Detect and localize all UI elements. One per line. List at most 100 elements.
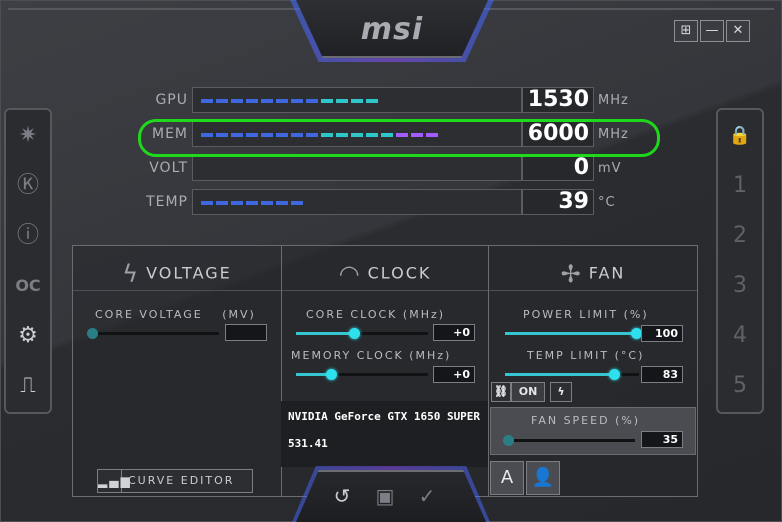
memory-clock-label: MEMORY CLOCK (MHz) <box>291 349 452 362</box>
profile-rail: 🔒 1 2 3 4 5 <box>716 108 764 414</box>
k-icon[interactable]: Ⓚ <box>16 173 39 198</box>
link-toggle-on[interactable]: ON <box>511 382 545 402</box>
meter-segment <box>246 201 258 205</box>
profile-4-button[interactable]: 4 <box>733 323 747 348</box>
meter-segment <box>321 133 333 137</box>
lock-icon[interactable]: 🔒 <box>728 125 752 146</box>
bottom-action-plate <box>296 470 486 522</box>
gear-icon[interactable]: ⚙ <box>18 323 38 348</box>
meter-segment <box>276 99 288 103</box>
fan-speed-input[interactable]: 35 <box>641 431 683 448</box>
temp-label: TEMP <box>146 194 188 210</box>
temp-unit: °C <box>598 195 616 210</box>
link-icon[interactable]: ⛓ <box>491 382 511 402</box>
meter-segment <box>366 99 378 103</box>
divider <box>489 290 697 291</box>
meter-segment <box>336 99 348 103</box>
fan-header: ✢FAN <box>489 254 697 292</box>
meter-segment <box>426 133 438 137</box>
meter-segment <box>261 99 273 103</box>
meter-segment <box>216 99 228 103</box>
volt-unit: mV <box>598 161 622 176</box>
meter-segment <box>381 133 393 137</box>
meter-segment <box>231 99 243 103</box>
meter-segment <box>291 133 303 137</box>
curve-editor-button[interactable]: ▂▄▆CURVE EDITOR <box>97 469 253 493</box>
meter-segment <box>261 133 273 137</box>
core-voltage-label: CORE VOLTAGE (MV) <box>95 308 256 321</box>
meter-segment <box>411 133 423 137</box>
core-clock-knob[interactable] <box>349 328 360 339</box>
meter-segment <box>321 99 333 103</box>
profile-3-button[interactable]: 3 <box>733 273 747 298</box>
temp-limit-input[interactable]: 83 <box>641 366 683 383</box>
meter-segment <box>396 133 408 137</box>
reset-icon[interactable]: ↺ <box>333 484 351 508</box>
left-toolbar: ✷ Ⓚ ⓘ OC ⚙ ⎍ <box>4 108 52 414</box>
core-clock-slider[interactable] <box>296 328 428 339</box>
memory-clock-fill <box>296 373 332 376</box>
memory-clock-input[interactable]: +0 <box>433 366 475 383</box>
memory-clock-slider[interactable] <box>296 369 428 380</box>
temp-limit-knob[interactable] <box>609 369 620 380</box>
profile-5-button[interactable]: 5 <box>733 373 747 398</box>
meter-segment <box>216 201 228 205</box>
meter-segment <box>306 133 318 137</box>
gpu-unit: MHz <box>598 93 629 108</box>
power-limit-fill <box>505 332 639 335</box>
core-voltage-input[interactable] <box>225 324 267 341</box>
temp-limit-label: TEMP LIMIT (°C) <box>527 349 645 362</box>
fan-speed-knob[interactable] <box>503 435 514 446</box>
voltage-title: VOLTAGE <box>146 263 232 283</box>
power-limit-knob[interactable] <box>631 328 642 339</box>
meter-segment <box>216 133 228 137</box>
clock-section: ◠CLOCK CORE CLOCK (MHz) +0 MEMORY CLOCK … <box>282 246 489 496</box>
core-voltage-knob[interactable] <box>87 328 98 339</box>
volt-value: 0 <box>522 155 594 181</box>
temp-limit-slider[interactable] <box>505 369 639 380</box>
info-icon[interactable]: ⓘ <box>16 223 39 248</box>
user-icon[interactable]: 👤 <box>526 461 560 495</box>
meter-segment <box>351 99 363 103</box>
meter-segment <box>276 201 288 205</box>
core-voltage-slider[interactable] <box>87 328 219 339</box>
core-clock-input[interactable]: +0 <box>433 324 475 341</box>
fan-speed-slider[interactable] <box>503 435 635 446</box>
logo-plate <box>296 0 488 58</box>
oc-scanner-icon[interactable]: OC <box>15 276 41 295</box>
temp-value: 39 <box>522 189 594 215</box>
gpu-value: 1530 <box>522 87 594 113</box>
fan-section: ✢FAN POWER LIMIT (%) 100 TEMP LIMIT (°C)… <box>489 246 697 496</box>
volt-meter <box>192 155 522 181</box>
divider <box>73 290 281 291</box>
lightning-toggle-icon[interactable]: ϟ <box>550 382 572 402</box>
meter-segment <box>291 99 303 103</box>
dragon-icon[interactable]: ✷ <box>18 123 38 148</box>
power-limit-slider[interactable] <box>505 328 642 339</box>
divider <box>282 290 488 291</box>
meter-segment <box>291 201 303 205</box>
core-clock-label: CORE CLOCK (MHz) <box>306 308 446 321</box>
windows-icon[interactable]: ⊞ <box>674 20 698 42</box>
auto-fan-button[interactable]: A <box>490 461 524 495</box>
temp-meter <box>192 189 522 215</box>
gpu-info-block <box>281 401 488 467</box>
monitor-icon[interactable]: ⎍ <box>20 373 36 398</box>
temp-limit-fill <box>505 373 613 376</box>
msi-logo: msi <box>360 12 424 47</box>
gpu-meter <box>192 87 522 113</box>
gpu-label: GPU <box>155 92 188 108</box>
mem-label: MEM <box>151 126 188 142</box>
profile-1-button[interactable]: 1 <box>733 173 747 198</box>
power-limit-input[interactable]: 100 <box>641 325 683 342</box>
curve-editor-label: CURVE EDITOR <box>128 474 235 487</box>
meter-segment <box>246 99 258 103</box>
save-icon[interactable]: ▣ <box>375 484 395 508</box>
memory-clock-knob[interactable] <box>326 369 337 380</box>
green-highlight-annotation <box>138 119 660 157</box>
close-button[interactable]: ✕ <box>726 20 750 42</box>
profile-2-button[interactable]: 2 <box>733 223 747 248</box>
apply-icon[interactable]: ✓ <box>418 484 436 508</box>
minimize-button[interactable]: — <box>700 20 724 42</box>
